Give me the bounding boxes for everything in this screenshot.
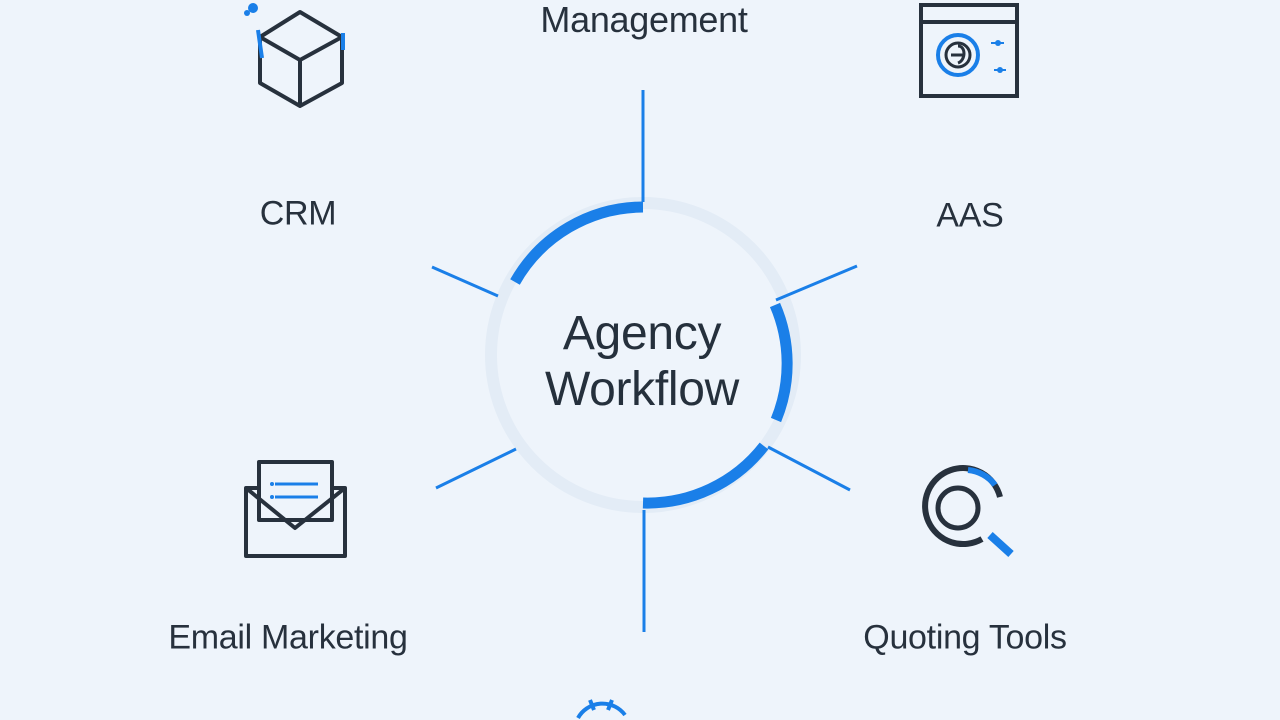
node-label-management: Management — [540, 0, 748, 40]
center-title: Agency Workflow — [545, 306, 739, 418]
ring-arc-bottom-right — [642, 442, 769, 509]
center-title-line1: Agency — [562, 307, 722, 360]
box-icon — [244, 3, 345, 108]
node-label-crm: CRM — [259, 194, 337, 233]
magnifier-icon — [922, 465, 1014, 557]
spoke-bottom-right — [767, 445, 851, 492]
envelope-icon — [244, 460, 347, 558]
gear-icon — [576, 699, 627, 720]
browser-window-icon — [919, 3, 1019, 98]
center-title-line2: Workflow — [544, 363, 740, 416]
node-label-email-marketing: Email Marketing — [168, 618, 408, 657]
spoke-bottom-left — [435, 447, 517, 490]
ring-arc-top-left — [510, 201, 644, 285]
node-label-aas: AAS — [936, 196, 1004, 235]
node-label-quoting-tools: Quoting Tools — [863, 618, 1067, 657]
ring-arc-right — [769, 302, 793, 423]
spoke-top-right — [775, 264, 858, 302]
spoke-top-left — [431, 265, 499, 298]
